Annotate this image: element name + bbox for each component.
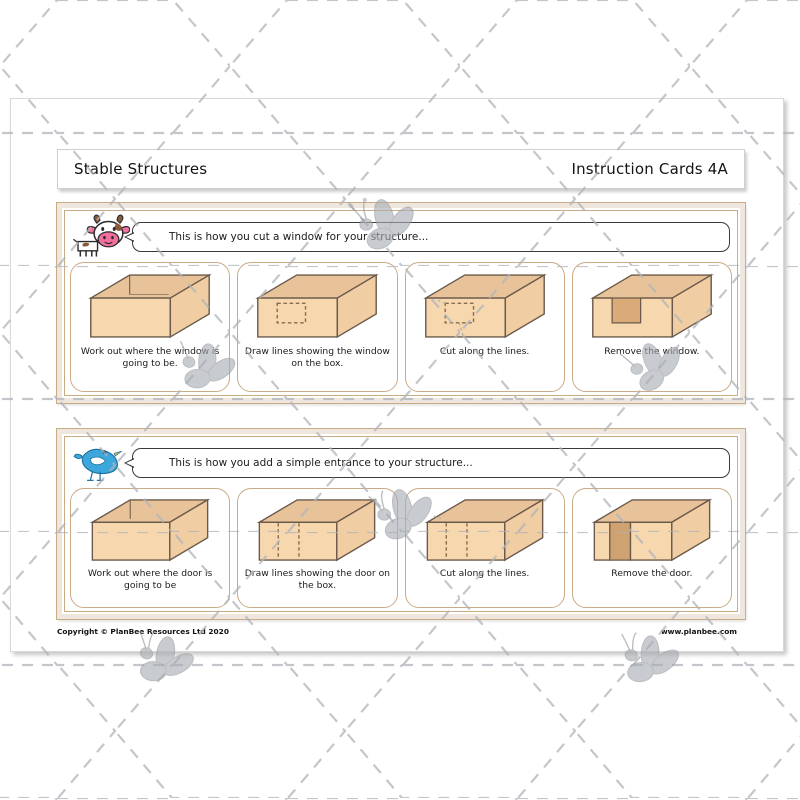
card-door-1-caption: Work out where the door is going to be [87,568,213,591]
panel-door-banner-text: This is how you add a simple entrance to… [169,457,473,469]
panel-window-cards: Work out where the window is going to be… [70,262,732,392]
bird-icon [72,440,130,486]
box-plain-icon [71,495,229,565]
copyright-text: Copyright © PlanBee Resources Ltd 2020 [57,626,229,636]
worksheet-sheet: Stable Structures Instruction Cards 4A [10,98,784,652]
card-window-1-caption: Work out where the window is going to be… [80,346,220,369]
card-window-3[interactable]: Cut along the lines. [404,262,565,392]
panel-window-banner: This is how you cut a window for your st… [72,214,730,260]
panel-window-banner-text: This is how you cut a window for your st… [169,231,429,243]
card-door-4-caption: Remove the door. [611,568,693,579]
box-window-cutting-icon [406,269,564,343]
box-plain-icon [71,269,229,343]
card-window-2-caption: Draw lines showing the window on the box… [244,346,390,369]
box-door-removed-icon [573,495,731,565]
card-door-2[interactable]: Draw lines showing the door on the box. [237,488,398,608]
panel-door-cards: Work out where the door is going to be D… [70,488,732,608]
card-window-4-caption: Remove the window. [604,346,700,357]
panel-door: This is how you add a simple entrance to… [56,428,746,620]
box-door-dashed-icon [238,495,396,565]
page-title: Stable Structures [74,160,208,178]
card-door-1[interactable]: Work out where the door is going to be [70,488,231,608]
panel-door-speech-bubble: This is how you add a simple entrance to… [124,448,730,478]
page-subtitle: Instruction Cards 4A [571,160,728,178]
website-link[interactable]: www.planbee.com [660,626,737,636]
card-door-3[interactable]: Cut along the lines. [404,488,565,608]
card-window-1[interactable]: Work out where the window is going to be… [70,262,231,392]
cow-icon [72,214,131,260]
box-window-removed-icon [573,269,731,343]
box-door-cutting-icon [406,495,564,565]
panel-window: This is how you cut a window for your st… [56,202,746,404]
card-door-2-caption: Draw lines showing the door on the box. [244,568,391,591]
card-door-3-caption: Cut along the lines. [439,568,530,579]
panel-window-speech-bubble: This is how you cut a window for your st… [124,222,730,252]
card-window-3-caption: Cut along the lines. [439,346,530,357]
worksheet-footer: Copyright © PlanBee Resources Ltd 2020 w… [57,623,737,639]
box-window-dashed-icon [238,269,396,343]
card-window-2[interactable]: Draw lines showing the window on the box… [237,262,398,392]
card-door-4[interactable]: Remove the door. [571,488,732,608]
card-window-4[interactable]: Remove the window. [571,262,732,392]
worksheet-header: Stable Structures Instruction Cards 4A [57,149,745,189]
panel-door-banner: This is how you add a simple entrance to… [72,440,730,486]
